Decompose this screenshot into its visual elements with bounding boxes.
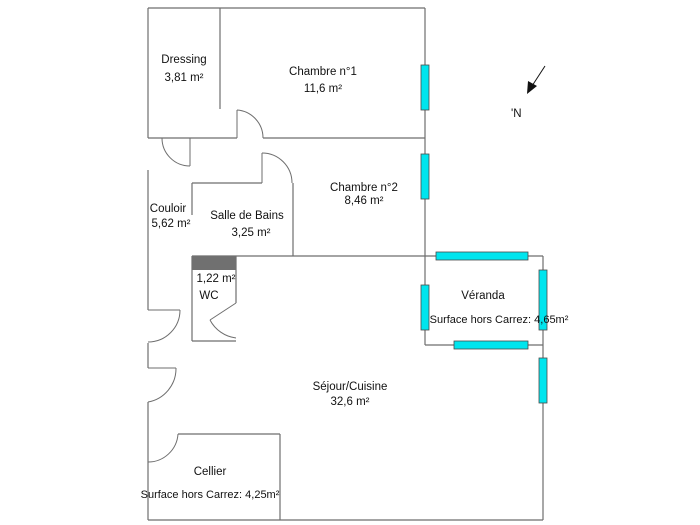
room-veranda-name: Véranda bbox=[461, 290, 505, 302]
room-chambre2-area: 8,46 m² bbox=[345, 195, 384, 207]
room-chambre1-area: 11,6 m² bbox=[304, 83, 342, 95]
room-dressing-name: Dressing bbox=[161, 54, 206, 66]
north-arrow: 'N bbox=[511, 65, 546, 120]
windows bbox=[420, 64, 548, 404]
room-wc-area: 1,22 m² bbox=[197, 273, 236, 285]
door-wc bbox=[209, 302, 237, 339]
room-labels: Dressing 3,81 m² Chambre n°1 11,6 m² Cha… bbox=[141, 54, 569, 501]
wc-shaft-block bbox=[192, 256, 236, 270]
door-dressing bbox=[161, 137, 191, 167]
room-dressing-area: 3,81 m² bbox=[165, 72, 204, 84]
room-cellier-note: Surface hors Carrez: 4,25m² bbox=[141, 489, 280, 501]
room-cellier-name: Cellier bbox=[194, 466, 227, 478]
north-arrow-icon bbox=[527, 81, 537, 94]
door-entry-couloir bbox=[147, 309, 181, 343]
window-chambre1 bbox=[420, 64, 430, 111]
door-cellier bbox=[147, 433, 179, 463]
room-salle-de-bains-area: 3,25 m² bbox=[232, 227, 271, 239]
window-veranda-bottom bbox=[453, 340, 529, 350]
room-sejour-area: 32,6 m² bbox=[331, 396, 370, 408]
window-veranda-top bbox=[435, 251, 529, 261]
window-chambre2 bbox=[420, 153, 430, 200]
room-veranda-note: Surface hors Carrez: 4,65m² bbox=[430, 314, 569, 326]
door-salle-de-bains bbox=[261, 152, 293, 184]
window-veranda-right bbox=[538, 269, 548, 331]
window-sejour-right bbox=[538, 357, 548, 404]
doors bbox=[147, 109, 293, 463]
room-couloir-area: 5,62 m² bbox=[152, 218, 191, 230]
room-chambre1-name: Chambre n°1 bbox=[289, 66, 357, 78]
room-sejour-name: Séjour/Cuisine bbox=[313, 381, 388, 393]
room-wc-name: WC bbox=[199, 290, 218, 302]
door-sejour bbox=[147, 367, 177, 403]
room-chambre2-name: Chambre n°2 bbox=[330, 182, 398, 194]
room-couloir-name: Couloir bbox=[150, 203, 187, 215]
window-veranda-left bbox=[420, 284, 430, 331]
room-salle-de-bains-name: Salle de Bains bbox=[210, 210, 284, 222]
door-chambre1 bbox=[236, 109, 264, 139]
north-label: 'N bbox=[511, 108, 522, 120]
